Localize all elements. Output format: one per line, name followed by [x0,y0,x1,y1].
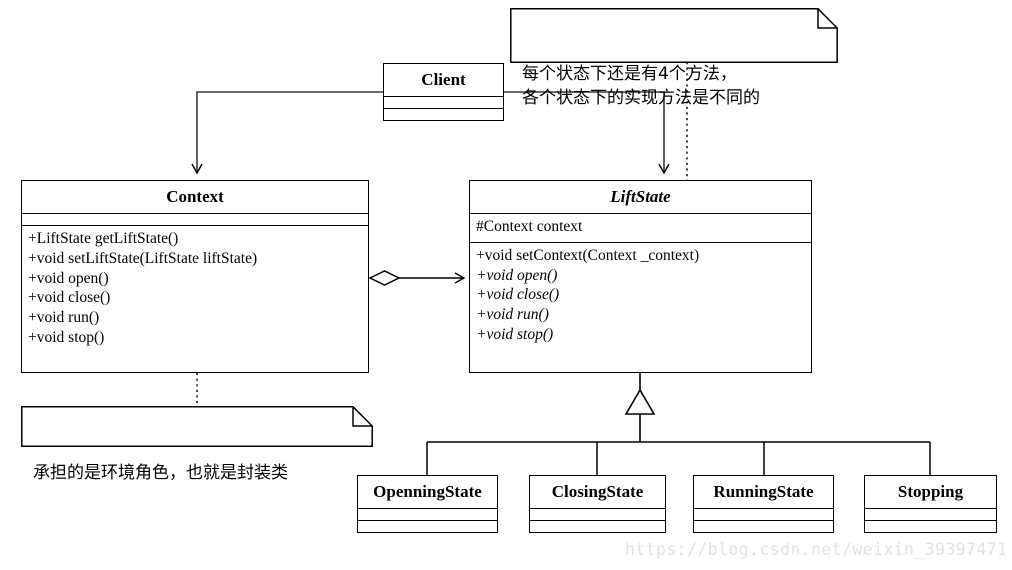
method-item: +void close() [28,289,111,307]
class-attributes-runningstate [694,509,833,520]
method-item: +void close() [476,286,560,304]
class-methods-client [384,109,503,120]
class-separator [530,508,665,509]
note-shape [21,406,373,447]
class-box-openningstate[interactable]: OpenningState [357,475,498,533]
class-name-context: Context [166,187,224,206]
watermark-text: https://blog.csdn.net/weixin_39397471 [625,540,1008,559]
class-separator [865,520,996,521]
method-item: +LiftState getLiftState() [28,230,179,247]
class-methods-liftstate: +void setContext(Context _context) +void… [470,243,811,350]
class-attributes-liftstate: #Context context [470,214,811,242]
note-shape [510,8,838,63]
note-top[interactable]: 每个状态下还是有4个方法， 各个状态下的实现方法是不同的 [510,8,838,108]
method-item: +void open() [476,266,558,284]
class-attributes-openningstate [358,509,497,520]
class-separator [358,520,497,521]
class-separator [470,213,811,214]
method-item: +void open() [28,269,109,287]
class-separator [694,508,833,509]
note-bottom-text: 承担的是环境角色，也就是封装类 [33,463,288,484]
method-item: +void run() [476,306,549,324]
class-attributes-client [384,97,503,108]
method-item: +void stop() [28,329,105,347]
class-box-context[interactable]: Context +LiftState getLiftState() +void … [21,180,369,373]
class-separator [865,508,996,509]
method-item: +void stop() [476,326,554,344]
class-methods-runningstate [694,521,833,532]
class-attributes-closingstate [530,509,665,520]
class-name-runningstate: RunningState [713,482,814,501]
connector-context-aggregates-liftstate [368,270,466,286]
class-box-liftstate[interactable]: LiftState #Context context +void setCont… [469,180,812,373]
class-methods-openningstate [358,521,497,532]
class-name-closingstate: ClosingState [551,482,644,501]
aggregation-diamond [368,270,401,286]
class-attributes-context [22,214,368,225]
class-box-stopping[interactable]: Stopping [864,475,997,533]
method-item: +void setLiftState(LiftState liftState) [28,249,258,267]
class-methods-context: +LiftState getLiftState() +void setLiftS… [22,226,368,353]
note-bottom[interactable]: 承担的是环境角色，也就是封装类 [21,406,373,483]
class-separator [384,96,503,97]
class-name-stopping: Stopping [897,482,964,501]
class-separator [530,520,665,521]
note-top-text: 每个状态下还是有4个方法， 各个状态下的实现方法是不同的 [522,64,760,109]
class-separator [22,225,368,226]
class-methods-closingstate [530,521,665,532]
class-separator [358,508,497,509]
connector-client-to-context [191,91,383,175]
method-item: +void run() [28,309,100,327]
class-separator [22,213,368,214]
connector-generalization-tree [426,372,931,475]
class-methods-stopping [865,521,996,532]
class-separator [384,108,503,109]
class-separator [470,241,811,243]
generalization-triangle [624,388,656,415]
class-name-client: Client [421,70,466,89]
class-name-liftstate: LiftState [610,187,671,206]
class-name-openningstate: OpenningState [373,482,482,501]
class-separator [694,520,833,521]
class-box-closingstate[interactable]: ClosingState [529,475,666,533]
class-box-client[interactable]: Client [383,63,504,121]
class-attributes-stopping [865,509,996,520]
class-box-runningstate[interactable]: RunningState [693,475,834,533]
method-item: +void setContext(Context _context) [476,246,700,264]
attribute-item: #Context context [476,218,583,235]
